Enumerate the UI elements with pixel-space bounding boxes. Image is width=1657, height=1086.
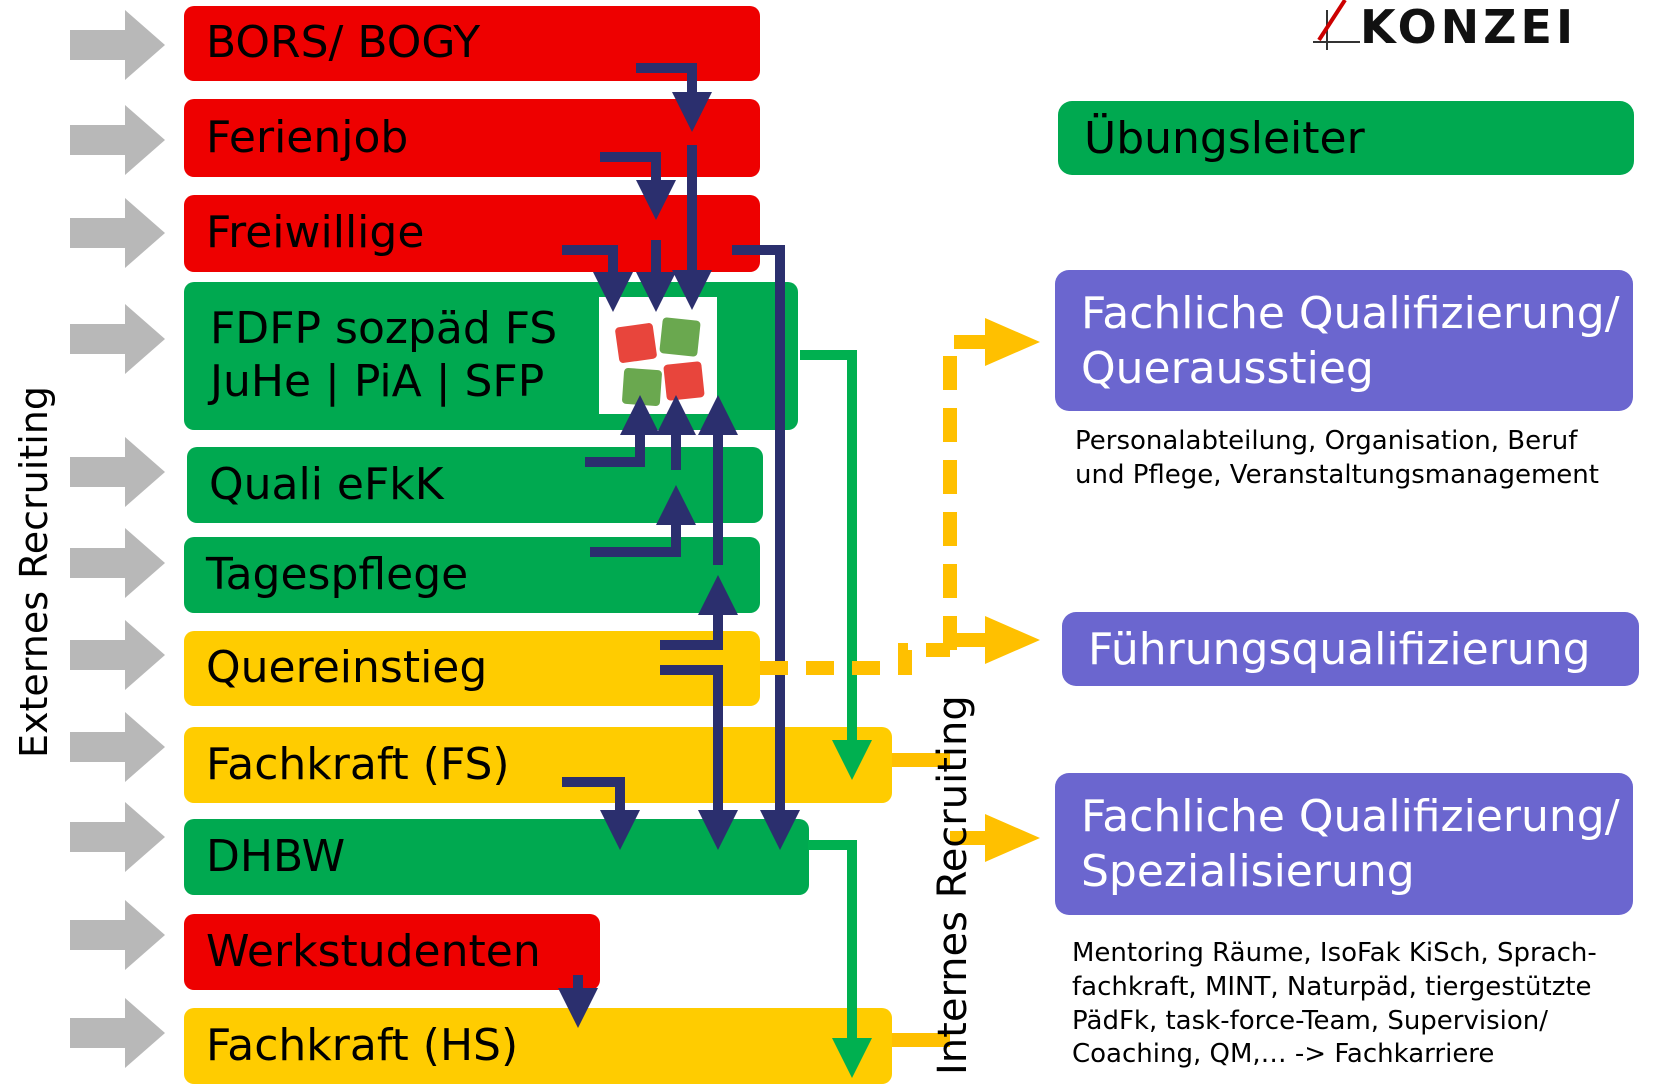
box-fq-querausstieg: Fachliche Qualifizierung/ Querausstieg <box>1055 270 1633 411</box>
box-label: Tagespflege <box>206 548 469 600</box>
note-line: Mentoring Räume, IsoFak KiSch, Sprach- <box>1072 938 1597 968</box>
logo-text: KONZEI <box>1360 0 1578 54</box>
navy-arrow <box>660 665 738 850</box>
navy-arrow <box>600 152 676 220</box>
yellow-dashed-line <box>760 643 950 675</box>
note-querausstieg: Personalabteilung, Organisation, Beruf u… <box>1075 425 1599 493</box>
gray-arrow-icon <box>70 437 165 507</box>
gray-arrow-icon <box>70 900 165 970</box>
green-arrow <box>808 840 872 1078</box>
box-label: BORS/ BOGY <box>206 17 481 69</box>
center-logo <box>599 297 717 414</box>
box-bors: BORS/ BOGY <box>184 6 760 81</box>
navy-arrow <box>562 777 640 850</box>
note-line: Coaching, QM,… -> Fachkarriere <box>1072 1039 1495 1070</box>
logo-mark-icon <box>1313 0 1360 50</box>
note-line: fachkraft, MINT, Naturpäd, tiergestützte <box>1072 971 1592 1002</box>
box-label-line1: FDFP sozpäd FS <box>210 303 558 355</box>
note-spezialisierung: Mentoring Räume, IsoFak KiSch, Sprach- f… <box>1072 937 1597 1072</box>
box-label: Führungsqualifizierung <box>1088 623 1591 675</box>
gray-arrow-icon <box>70 998 165 1068</box>
box-label-line2: Querausstieg <box>1081 342 1374 394</box>
box-label: Übungsleiter <box>1084 112 1365 164</box>
box-label: Ferienjob <box>206 111 409 163</box>
gray-arrow-icon <box>70 528 165 598</box>
box-fachkraft-hs: Fachkraft (HS) <box>184 1008 892 1084</box>
box-label: Freiwillige <box>206 207 425 259</box>
gray-arrow-icon <box>70 620 165 690</box>
note-line: PädFk, task-force-Team, Supervision/ <box>1072 1005 1549 1036</box>
navy-arrow <box>732 245 800 850</box>
navy-arrow <box>562 245 633 312</box>
note-line: und Pflege, Veranstaltungsmanagement <box>1075 459 1599 490</box>
box-label: Quali eFkK <box>209 458 444 510</box>
box-ferienjob: Ferienjob <box>184 99 760 177</box>
gray-arrow-icon <box>70 304 165 374</box>
yellow-arrow-icon <box>985 814 1040 862</box>
green-arrow <box>800 350 872 780</box>
box-fachkraft-fs: Fachkraft (FS) <box>184 727 892 803</box>
box-label: DHBW <box>206 830 346 882</box>
yellow-dashed-line <box>943 335 985 650</box>
navy-arrow <box>636 63 712 132</box>
yellow-arrow-icon <box>985 318 1040 366</box>
gray-arrow-icon <box>70 712 165 782</box>
box-werkstudenten: Werkstudenten <box>184 914 600 990</box>
external-recruiting-label: Externes Recruiting <box>12 386 56 758</box>
navy-arrow <box>585 395 660 467</box>
gray-arrow-icon <box>70 105 165 175</box>
box-label: Fachkraft (FS) <box>206 738 510 790</box>
box-label: Werkstudenten <box>206 925 541 977</box>
box-label-line1: Fachliche Qualifizierung/ <box>1081 287 1620 339</box>
box-fq-spezialisierung: Fachliche Qualifizierung/ Spezialisierun… <box>1055 773 1633 915</box>
navy-arrow <box>660 575 738 650</box>
note-line: Personalabteilung, Organisation, Beruf <box>1075 426 1578 456</box>
gray-arrow-icon <box>70 10 165 80</box>
box-label: Quereinstieg <box>206 642 488 694</box>
box-label-line1: Fachliche Qualifizierung/ <box>1081 791 1620 842</box>
box-uebungsleiter: Übungsleiter <box>1058 101 1634 175</box>
box-label-line2: Spezialisierung <box>1081 846 1415 897</box>
gray-arrow-icon <box>70 802 165 872</box>
yellow-arrow-icon <box>985 616 1040 664</box>
box-label-line2: JuHe | PiA | SFP <box>210 356 545 407</box>
navy-arrow <box>590 485 696 557</box>
gray-arrow-icon <box>70 198 165 268</box>
box-label: Fachkraft (HS) <box>206 1019 519 1071</box>
internal-recruiting-label: Internes Recruiting <box>930 695 976 1075</box>
box-fuehrungsqualifizierung: Führungsqualifizierung <box>1062 612 1639 686</box>
